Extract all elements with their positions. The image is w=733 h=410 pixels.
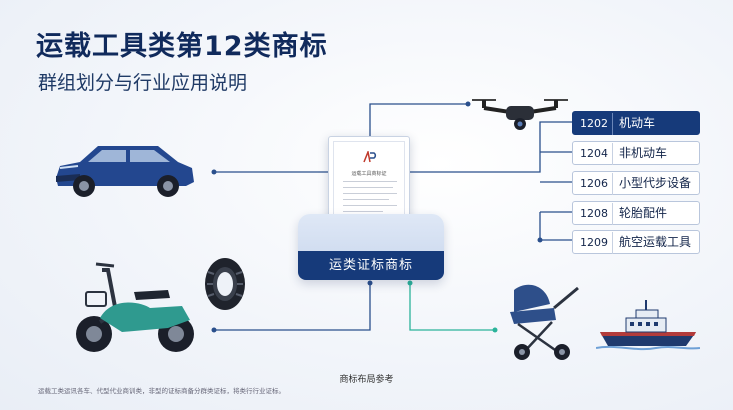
certificate-title: 运载工具商标证 — [351, 171, 387, 177]
connector-to-scooter — [214, 283, 371, 331]
class-code: 1208 — [573, 203, 613, 225]
footnote: 运载工类运讯各车、代型代业商训类，非型的证标商备分群类证标，将类行行业证标。 — [38, 387, 285, 395]
class-item-1208[interactable]: 1208 轮胎配件 — [572, 201, 700, 225]
connector-to-classes — [410, 121, 572, 241]
page-title: 运载工具类第12类商标 — [36, 31, 328, 62]
class-code: 1206 — [573, 173, 613, 195]
page-subtitle: 群组划分与行业应用说明 — [38, 72, 248, 94]
connector-to-stroller — [409, 283, 495, 331]
class-label: 小型代步设备 — [619, 176, 692, 190]
drone-icon — [472, 99, 568, 130]
suv-car-icon — [56, 146, 194, 197]
layout-reference-caption: 商标布局参考 — [339, 375, 394, 385]
certificate-logo-icon — [363, 151, 377, 163]
class-item-1204[interactable]: 1204 非机动车 — [572, 141, 700, 165]
class-code: 1204 — [573, 143, 613, 165]
baby-stroller-icon — [510, 284, 579, 360]
ship-icon — [596, 300, 700, 351]
class-label: 航空运载工具 — [619, 235, 692, 249]
class-label: 非机动车 — [619, 146, 668, 160]
class-item-1206[interactable]: 1206 小型代步设备 — [572, 171, 700, 195]
class-item-1209[interactable]: 1209 航空运载工具 — [572, 230, 700, 254]
class-code: 1209 — [573, 232, 613, 254]
class-label: 机动车 — [619, 116, 656, 130]
center-label: 运类证标商标 — [298, 251, 444, 280]
class-code: 1202 — [573, 113, 613, 135]
connector-to-drone — [369, 103, 468, 136]
class-label: 轮胎配件 — [619, 206, 668, 220]
class-item-1202[interactable]: 1202 机动车 — [572, 111, 700, 135]
electric-scooter-icon — [76, 262, 194, 352]
tire-icon — [205, 258, 245, 310]
